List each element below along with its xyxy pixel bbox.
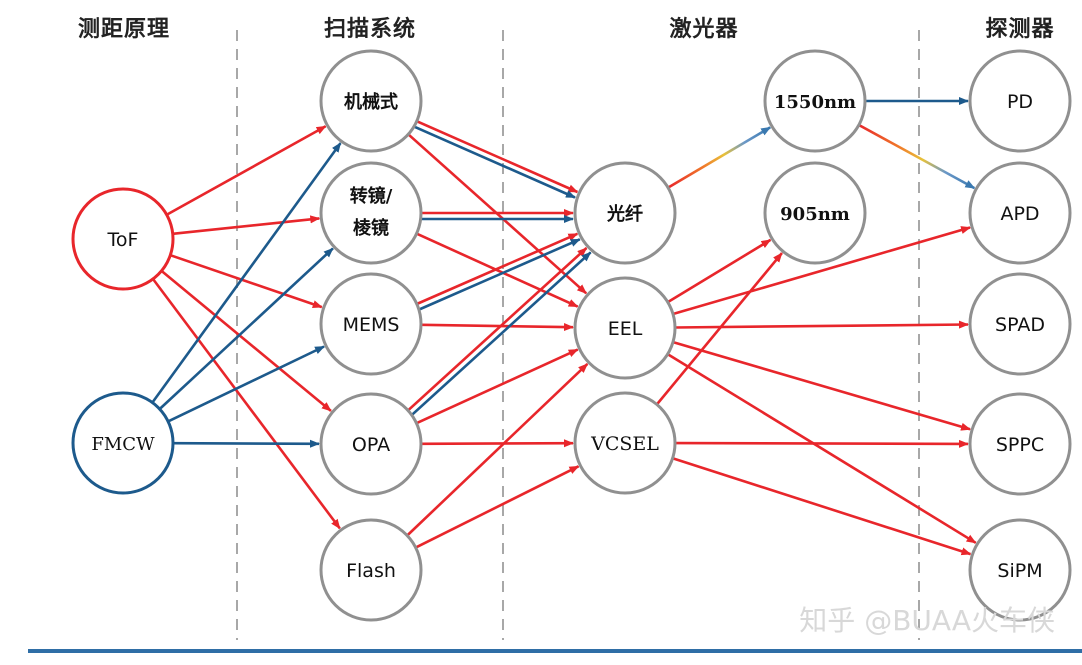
node-pd-label: PD [1007, 91, 1033, 113]
node-1550nm-label: 1550nm [774, 92, 856, 113]
node-mirror-label-line1: 转镜/ [350, 185, 393, 207]
arrow-vcsel-to-sipm [672, 457, 972, 556]
arrow-vcsel-to-nm905 [655, 252, 783, 406]
node-sipm-label: SiPM [997, 560, 1042, 582]
arrow-tof-to-opa [160, 269, 332, 412]
column-dividers [236, 30, 920, 640]
arrow-vcsel-to-sppc [674, 439, 969, 448]
node-mirror-label-line2: 棱镜 [353, 217, 389, 239]
node-spad: SPAD [968, 272, 1072, 376]
connection-arrows [151, 97, 977, 556]
arrow-fmcw-to-mems [167, 345, 326, 423]
arrow-opa-to-fiber [407, 247, 588, 412]
node-pd: PD [968, 49, 1072, 153]
arrow-mechanical-to-fiber [416, 120, 579, 194]
node-fmcw-label: FMCW [91, 434, 155, 455]
node-1550nm: 1550nm [763, 49, 867, 153]
heading-scanning: 扫描系统 [324, 16, 416, 42]
arrow-tof-to-mirror [172, 215, 321, 236]
arrow-mems-to-fiber [416, 232, 579, 306]
node-apd: APD [968, 161, 1072, 265]
arrow-eel-to-spad [674, 320, 969, 329]
node-sipm: SiPM [968, 518, 1072, 622]
arrow-nm1550-to-apd [858, 123, 976, 190]
node-tof-label: ToF [107, 229, 139, 251]
arrow-flash-to-eel [406, 362, 589, 537]
arrow-eel-to-apd [672, 226, 972, 316]
node-flash: Flash [319, 518, 423, 622]
arrow-eel-to-nm905 [667, 238, 772, 304]
node-opa: OPA [319, 392, 423, 496]
node-fiber-label: 光纤 [606, 203, 643, 225]
node-eel-label: EEL [608, 318, 643, 340]
watermark: 知乎 @BUAA火车侠 [799, 604, 1055, 637]
node-fiber: 光纤 [573, 161, 677, 265]
bottom-rule [28, 649, 1082, 653]
arrow-tof-to-mechanical [166, 125, 327, 216]
node-905nm: 905nm [763, 161, 867, 265]
arrow-fiber-to-nm1550 [667, 126, 772, 189]
heading-detector: 探测器 [985, 16, 1054, 42]
heading-laser: 激光器 [669, 16, 738, 42]
node-vcsel-label: VCSEL [590, 433, 659, 455]
arrow-opa-to-fiber [411, 251, 592, 416]
node-opa-label: OPA [352, 434, 390, 456]
node-mechanical: 机械式 [319, 49, 423, 153]
node-fmcw: FMCW [71, 391, 175, 495]
arrow-fmcw-to-mirror [158, 247, 334, 410]
node-mems: MEMS [319, 272, 423, 376]
arrow-fmcw-to-mechanical [151, 142, 342, 404]
arrow-flash-to-vcsel [415, 465, 580, 549]
node-tof: ToF [71, 187, 175, 291]
node-905nm-label: 905nm [780, 204, 850, 225]
node-mechanical-label: 机械式 [344, 91, 398, 113]
node-mems-label: MEMS [343, 314, 400, 336]
node-vcsel: VCSEL [573, 391, 677, 495]
node-sppc: SPPC [968, 392, 1072, 496]
arrow-mems-to-fiber [418, 238, 581, 311]
arrow-fmcw-to-opa [172, 439, 320, 448]
node-flash-label: Flash [346, 560, 396, 582]
heading-ranging: 测距原理 [78, 16, 170, 42]
node-sppc-label: SPPC [996, 434, 1044, 456]
arrow-opa-to-eel [415, 348, 579, 425]
node-mirror-prism: 转镜/ 棱镜 [319, 161, 423, 265]
arrow-tof-to-flash [151, 278, 341, 530]
node-spad-label: SPAD [995, 314, 1045, 336]
arrow-opa-to-vcsel [420, 439, 574, 448]
arrow-eel-to-sppc [672, 340, 972, 431]
nodes: ToF FMCW 机械式 转镜/ 棱镜 MEMS OPA Flash [71, 49, 1072, 622]
arrow-mems-to-eel [420, 323, 574, 332]
arrow-mechanical-to-fiber [413, 125, 576, 199]
column-headings: 测距原理 扫描系统 激光器 探测器 [78, 16, 1054, 42]
node-apd-label: APD [1000, 203, 1039, 225]
arrow-eel-to-sipm [666, 352, 977, 544]
node-eel: EEL [573, 276, 677, 380]
arrow-tof-to-mems [169, 253, 323, 309]
